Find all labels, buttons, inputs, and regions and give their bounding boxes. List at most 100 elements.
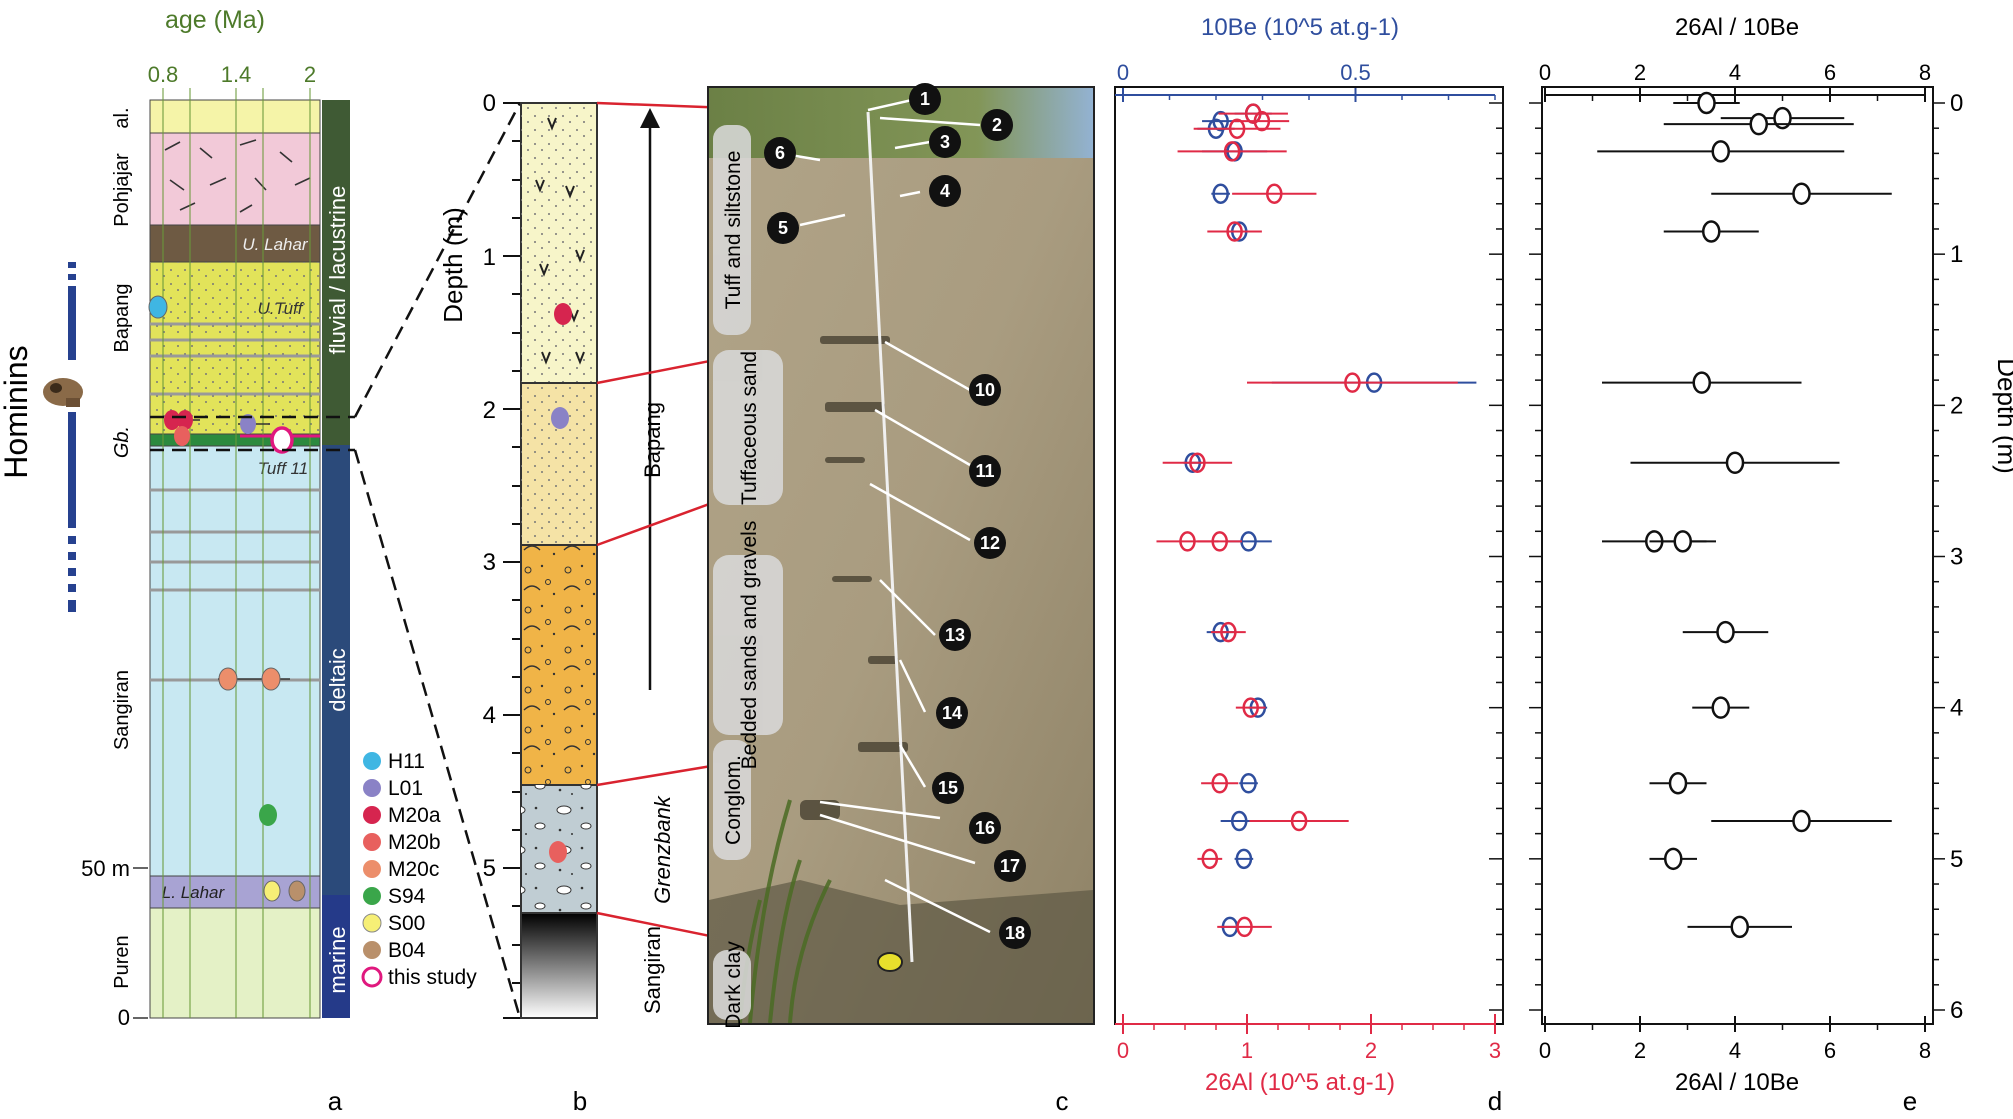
formation-bapang: Bapang [111,284,133,353]
legend-swatch-h11 [363,752,381,770]
d-point-26Al [1226,221,1243,242]
col-dot-m20b [549,841,567,863]
panel-a-age-title: age (Ma) [165,6,265,34]
sample-dot-s94 [259,804,277,826]
legend-swatch-s94 [363,887,381,905]
legend-swatch-l01 [363,779,381,797]
d-point-26Al [1290,810,1308,832]
d-bottom-tick-label: 0 [1117,1038,1129,1063]
svg-text:3: 3 [940,132,950,152]
d-point-10Be [1235,848,1253,870]
svg-text:6: 6 [775,143,785,163]
layer-upper-lahar [149,224,321,263]
panel-e-bottom-title: 26Al / 10Be [1675,1069,1799,1096]
sample-marker-1: 1 [909,83,941,115]
photo-bedding-shadows [800,336,908,820]
sample-dot-m20a-1 [164,410,180,430]
rock-label-bedded-sands: Bedded sands and gravels [738,521,761,770]
panel-e-points [1597,91,1892,939]
d-point-26Al [1236,916,1253,938]
legend-label-m20a: M20a [388,804,441,827]
panel-d-bottom-title: 26Al (10^5 at.g-1) [1205,1069,1395,1096]
e-depth-tick-label: 3 [1950,544,1963,571]
scale-0: 0 [118,1005,130,1030]
e-top-tick-label: 6 [1824,60,1836,85]
measuring-tape [866,111,914,963]
legend-swatch-m20c [363,860,381,878]
col-dark-clay [520,912,598,1019]
e-top-tick-label: 0 [1539,60,1551,85]
d-bottom-tick-label: 3 [1489,1038,1501,1063]
e-point [1725,451,1745,475]
formation-al: al. [111,107,133,128]
pohjajar-texture [164,139,311,213]
panel-a-legend: H11 L01 M20a M20b M20c S94 S00 B04 this … [361,750,477,989]
formation-sangiran: Sangiran [111,670,133,750]
e-point [1792,809,1811,833]
legend-label-l01: L01 [388,777,423,800]
e-point [1773,106,1792,130]
sample-marker-3: 3 [929,126,961,158]
e-point [1711,696,1730,719]
label-upper-tuff: U.Tuff [257,299,304,318]
sample-marker-2: 2 [981,109,1013,141]
sample-dot-m20a-2 [177,410,193,430]
legend-label-m20c: M20c [388,858,439,881]
sample-marker-12: 12 [974,527,1006,559]
col-dot-m20a [554,303,572,325]
d-point-26Al [1201,848,1219,870]
svg-text:18: 18 [1005,923,1025,943]
arrow-head-icon [640,108,660,128]
formation-pohjajar: Pohjajar [111,153,133,227]
sample-marker-4: 4 [929,175,961,207]
formation-puren: Puren [111,935,133,988]
hominins-title: Hominins [0,345,34,478]
panel-e-frame [1541,86,1934,1025]
layer-puren [149,907,321,1019]
sample-marker-13: 13 [939,619,971,651]
rock-label-boxes [713,125,783,1020]
col-dot-l01 [551,407,569,429]
sample-dot-m20b [174,426,190,446]
sample-marker-10: 10 [969,374,1001,406]
e-depth-tick-label: 5 [1950,846,1963,873]
env-deltaic-label: deltaic [325,648,350,712]
zoom-lines [150,102,522,1019]
d-point-26Al [1228,118,1246,139]
e-point [1792,182,1811,205]
e-bottom-tick-label: 4 [1729,1038,1741,1063]
d-point-26Al [1266,183,1283,204]
env-fluvial [322,100,350,445]
legend-label-b04: B04 [388,939,426,962]
legend-swatch-m20a [363,806,381,824]
legend-label-m20b: M20b [388,831,441,854]
legend-swatch-b04 [363,941,381,959]
panel-letter-a: a [328,1086,343,1116]
d-top-tick-label: 0.5 [1340,60,1371,85]
panel-b-ticks: 0 1 2 3 4 5 [483,90,496,882]
sample-dot-b04 [288,880,306,902]
label-upper-lahar: U. Lahar [242,235,309,254]
sample-marker-17: 17 [994,850,1026,882]
d-point-26Al [1179,531,1196,552]
env-deltaic [322,445,350,895]
label-sangiran: Sangiran [640,926,665,1014]
b-tick-4: 4 [483,702,496,729]
panel-letter-c: c [1056,1086,1069,1116]
age-gridlines [162,88,311,1018]
age-tick-1: 1.4 [221,62,252,87]
sample-marker-15: 15 [932,772,964,804]
legend-label-h11: H11 [388,750,425,773]
e-point [1702,220,1721,243]
sample-callouts [789,98,991,934]
e-depth-tick-label: 1 [1950,241,1963,268]
d-point-10Be [1240,773,1257,794]
env-marine [322,895,350,1018]
panel-b-tickmarks [503,102,521,1019]
svg-text:16: 16 [975,818,995,838]
layer-pohjajar [149,132,321,226]
svg-text:14: 14 [942,703,962,723]
